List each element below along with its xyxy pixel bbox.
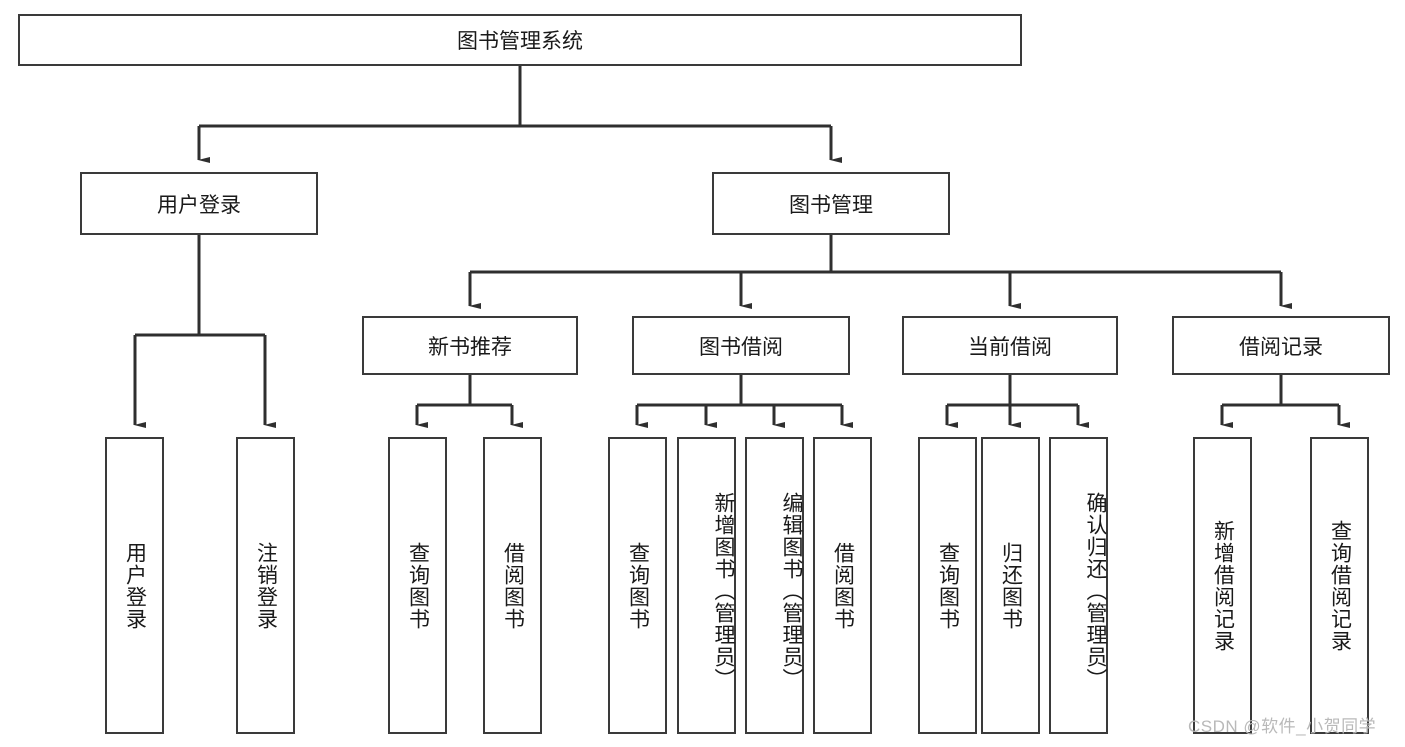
node-user-login[interactable]: 用户登录 [80,172,318,235]
leaf-return-book[interactable]: 归还图书 [981,437,1040,734]
csdn-watermark: CSDN @软件_小贺同学 [1188,717,1377,736]
leaf-borrow-book-2[interactable]: 借阅图书 [813,437,872,734]
leaf-return-book-label: 归还图书 [999,541,1023,630]
node-user-login-label: 用户登录 [157,193,241,217]
node-root[interactable]: 图书管理系统 [18,14,1022,66]
node-book-borrow-label: 图书借阅 [699,335,783,359]
node-book-management[interactable]: 图书管理 [712,172,950,235]
leaf-add-book-label: 新增图书（管理员） [712,491,735,690]
leaf-logout[interactable]: 注销登录 [236,437,295,734]
leaf-confirm-return[interactable]: 确认归还（管理员） [1049,437,1108,734]
node-borrow-record[interactable]: 借阅记录 [1172,316,1390,375]
node-root-label: 图书管理系统 [457,30,583,53]
leaf-borrow-book-2-label: 借阅图书 [831,541,855,630]
node-new-book-recommend-label: 新书推荐 [428,335,512,359]
node-book-management-label: 图书管理 [789,193,873,217]
leaf-query-book-2-label: 查询图书 [626,541,650,630]
node-new-book-recommend[interactable]: 新书推荐 [362,316,578,375]
leaf-logout-label: 注销登录 [254,541,278,630]
leaf-confirm-return-label: 确认归还（管理员） [1084,491,1107,690]
leaf-user-login[interactable]: 用户登录 [105,437,164,734]
leaf-edit-book-label: 编辑图书（管理员） [780,491,803,690]
leaf-query-book-1-label: 查询图书 [406,541,430,630]
leaf-query-record-label: 查询借阅记录 [1328,519,1352,652]
leaf-add-record-label: 新增借阅记录 [1211,519,1235,652]
leaf-query-book-3-label: 查询图书 [936,541,960,630]
node-book-borrow[interactable]: 图书借阅 [632,316,850,375]
leaf-add-book[interactable]: 新增图书（管理员） [677,437,736,734]
node-borrow-record-label: 借阅记录 [1239,335,1323,359]
node-current-borrow-label: 当前借阅 [968,335,1052,359]
leaf-add-record[interactable]: 新增借阅记录 [1193,437,1252,734]
leaf-edit-book[interactable]: 编辑图书（管理员） [745,437,804,734]
leaf-query-book-2[interactable]: 查询图书 [608,437,667,734]
leaf-borrow-book-1-label: 借阅图书 [501,541,525,630]
node-current-borrow[interactable]: 当前借阅 [902,316,1118,375]
leaf-borrow-book-1[interactable]: 借阅图书 [483,437,542,734]
leaf-query-book-3[interactable]: 查询图书 [918,437,977,734]
leaf-query-record[interactable]: 查询借阅记录 [1310,437,1369,734]
leaf-user-login-label: 用户登录 [123,541,147,630]
leaf-query-book-1[interactable]: 查询图书 [388,437,447,734]
